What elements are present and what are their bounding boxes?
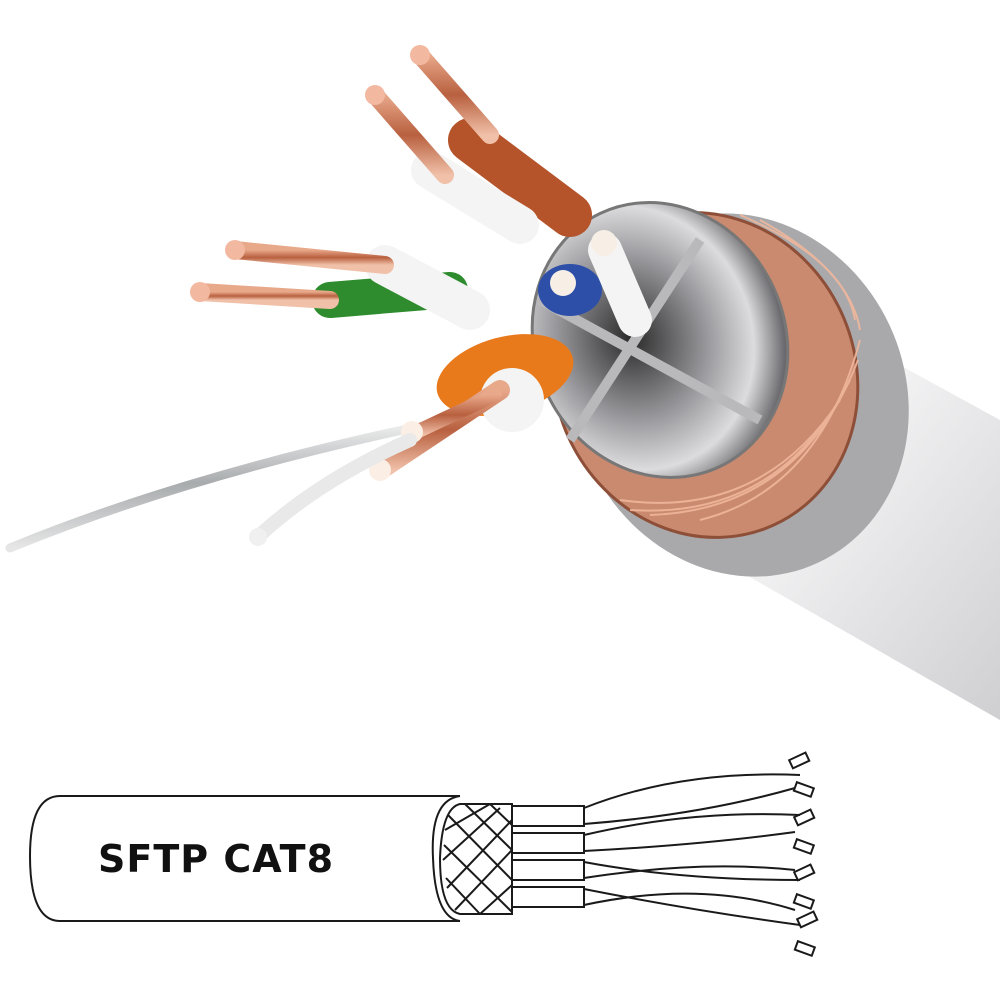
diagram-jacket: [28, 795, 460, 922]
diagram-conductor-ends: [787, 751, 819, 958]
cross-separator: [537, 237, 763, 443]
diagram-jacket-end: [431, 795, 461, 922]
diagram-label: SFTP CAT8: [98, 837, 334, 881]
pair-blue: [538, 230, 652, 337]
pair-brown: [365, 45, 592, 244]
diagram-twisted-pairs: [583, 773, 801, 926]
drain-wire: [5, 413, 465, 553]
cable-render: [5, 45, 1000, 720]
braid-strands: [619, 214, 861, 521]
pair-green: [190, 240, 490, 330]
diagram-foil-pairs: [511, 805, 585, 908]
pair-orange: [249, 334, 574, 546]
cable-diagram: SFTP CAT8: [28, 751, 819, 958]
diagram-braid: [438, 803, 513, 915]
